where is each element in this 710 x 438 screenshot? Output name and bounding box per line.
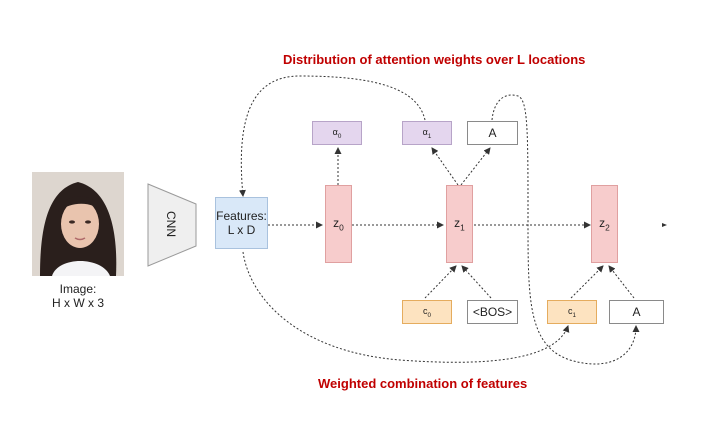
features-label-line1: Features: <box>216 209 267 223</box>
token-bos-label: <BOS> <box>472 305 513 319</box>
alpha1-label: α1 <box>422 126 432 140</box>
portrait-illustration <box>32 172 124 276</box>
input-token-a: A <box>609 300 664 324</box>
c0-label: c0 <box>422 305 431 319</box>
z0-label: z0 <box>333 215 344 233</box>
output-token-a: A <box>467 121 518 145</box>
attention-alpha0: α0 <box>312 121 362 145</box>
context-c0: c0 <box>402 300 452 324</box>
features-box: Features: L x D <box>215 197 268 249</box>
c1-label: c1 <box>567 305 576 319</box>
hidden-state-z2: z2 <box>591 185 618 263</box>
arrow-c1-z2 <box>570 265 604 299</box>
curve-attention-to-features <box>238 75 426 197</box>
title-weighted-combination: Weighted combination of features <box>318 376 528 391</box>
token-a-top-label: A <box>488 126 497 140</box>
features-label-line2: L x D <box>227 223 256 237</box>
arrow-bos-z1 <box>461 265 492 299</box>
token-a-bottom-label: A <box>632 305 641 319</box>
arrow-z1-a1 <box>431 147 459 186</box>
cnn-trapezoid <box>147 183 197 267</box>
attention-alpha1: α1 <box>402 121 452 145</box>
input-token-bos: <BOS> <box>467 300 518 324</box>
alpha0-label: α0 <box>332 126 342 140</box>
arrow-z1-token-a <box>460 147 491 186</box>
arrow-continuation <box>662 223 667 227</box>
arrow-c0-z1 <box>424 265 457 299</box>
context-c1: c1 <box>547 300 597 324</box>
hidden-state-z1: z1 <box>446 185 473 263</box>
image-label-line2: H x W x 3 <box>51 296 104 310</box>
arrow-token-a-z2 <box>608 265 635 299</box>
curve-features-to-context <box>242 251 570 363</box>
cnn-label: CNN <box>164 211 178 237</box>
image-label: Image: H x W x 3 <box>28 282 128 310</box>
z1-label: z1 <box>454 215 465 233</box>
curve-token-feedback <box>491 94 640 365</box>
z2-label: z2 <box>599 215 610 233</box>
title-attention-weights: Distribution of attention weights over L… <box>283 52 586 67</box>
image-label-line1: Image: <box>59 282 97 296</box>
input-image <box>32 172 124 276</box>
hidden-state-z0: z0 <box>325 185 352 263</box>
